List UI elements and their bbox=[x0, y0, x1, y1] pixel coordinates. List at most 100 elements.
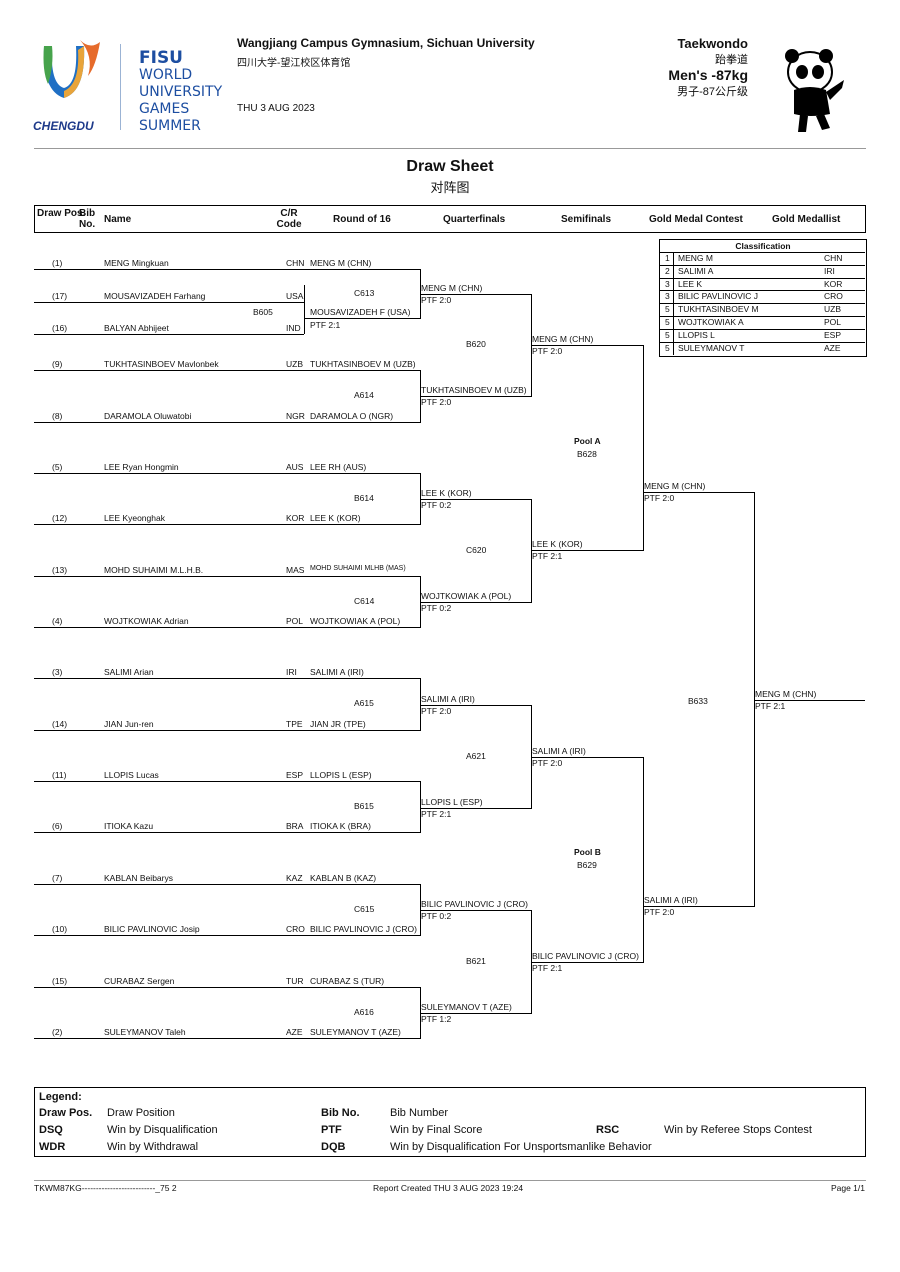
r16-entry-line bbox=[304, 987, 420, 988]
r16-entry-line bbox=[304, 730, 420, 731]
venue: Wangjiang Campus Gymnasium, Sichuan Univ… bbox=[237, 36, 535, 50]
classification-divider bbox=[673, 253, 674, 266]
sf-winner-line bbox=[531, 550, 643, 551]
country-code: CRO bbox=[286, 924, 305, 934]
r16-entry: JIAN JR (TPE) bbox=[310, 719, 366, 729]
qf-winner-line bbox=[420, 705, 531, 706]
page-title-cn: 对阵图 bbox=[430, 180, 470, 195]
r16-entry: LEE K (KOR) bbox=[310, 513, 361, 523]
classification-name: LEE K bbox=[678, 278, 703, 289]
athlete-row-line bbox=[34, 302, 304, 303]
r16-entry: WOJTKOWIAK A (POL) bbox=[310, 616, 401, 626]
prelim-winner: MOUSAVIZADEH F (USA) bbox=[310, 307, 411, 317]
classification-code: UZB bbox=[824, 304, 841, 315]
country-code: TUR bbox=[286, 976, 304, 986]
qf-score: PTF 2:0 bbox=[421, 295, 452, 305]
qf-winner: TUKHTASINBOEV M (UZB) bbox=[421, 385, 527, 395]
classification-name: BILIC PAVLINOVIC J bbox=[678, 291, 758, 302]
bout-number: C615 bbox=[354, 903, 375, 914]
draw-pos: (2) bbox=[52, 1027, 63, 1037]
bout-number: B605 bbox=[253, 307, 273, 317]
qf-winner: BILIC PAVLINOVIC J (CRO) bbox=[421, 899, 528, 909]
sf-connector bbox=[643, 757, 644, 963]
athlete-name: BALYAN Abhijeet bbox=[104, 323, 169, 333]
r16-entry: BILIC PAVLINOVIC J (CRO) bbox=[310, 924, 417, 934]
classification-row: 3 BILIC PAVLINOVIC J CRO bbox=[659, 290, 865, 305]
prelim-bracket bbox=[304, 285, 305, 334]
gold-score: PTF 2:1 bbox=[755, 701, 786, 711]
sf-winner-line bbox=[531, 345, 643, 346]
final-entrant-score: PTF 2:0 bbox=[644, 907, 675, 917]
chengdu-logo-text: CHENGDU bbox=[33, 119, 94, 133]
legend-abbr: Bib No. bbox=[321, 1107, 360, 1119]
classification-rank: 5 bbox=[665, 342, 670, 353]
gold-medallist: MENG M (CHN) bbox=[755, 689, 817, 699]
athlete-name: KABLAN Beibarys bbox=[104, 873, 173, 883]
sf-winner: SALIMI A (IRI) bbox=[532, 746, 586, 756]
r16-entry: SALIMI A (IRI) bbox=[310, 667, 364, 677]
qf-winner-line bbox=[420, 396, 531, 397]
classification-divider bbox=[673, 278, 674, 292]
r16-entry: MOHD SUHAIMI MLHB (MAS) bbox=[310, 565, 406, 572]
r16-entry-line bbox=[304, 627, 420, 628]
country-code: NGR bbox=[286, 411, 305, 421]
country-code: UZB bbox=[286, 359, 303, 369]
athlete-name: SULEYMANOV Taleh bbox=[104, 1027, 186, 1037]
draw-pos: (17) bbox=[52, 291, 68, 301]
draw-pos: (11) bbox=[52, 770, 67, 780]
classification-code: CHN bbox=[824, 253, 843, 263]
venue-cn: 四川大学-望江校区体育馆 bbox=[237, 58, 351, 69]
chengdu-logo-icon bbox=[43, 40, 100, 98]
draw-pos: (15) bbox=[52, 976, 68, 986]
qf-winner: LEE K (KOR) bbox=[421, 488, 472, 498]
col-gm: Gold Medallist bbox=[772, 214, 841, 225]
bout-number: B614 bbox=[354, 492, 374, 503]
draw-pos: (1) bbox=[52, 258, 63, 268]
sf-winner: LEE K (KOR) bbox=[532, 539, 583, 549]
athlete-row-line bbox=[34, 1038, 304, 1039]
legend-desc: Bib Number bbox=[390, 1107, 449, 1119]
bout-number: B615 bbox=[354, 800, 374, 811]
qf-score: PTF 0:2 bbox=[421, 603, 452, 613]
col-bib-no: Bib No. bbox=[79, 208, 96, 230]
classification-rank: 2 bbox=[665, 265, 670, 276]
column-header bbox=[34, 205, 866, 233]
athlete-row-line bbox=[34, 781, 304, 782]
classification-code: AZE bbox=[824, 342, 841, 353]
qf-score: PTF 1:2 bbox=[421, 1014, 452, 1024]
legend-abbr: RSC bbox=[596, 1124, 620, 1136]
country-code: KAZ bbox=[286, 873, 303, 883]
draw-pos: (7) bbox=[52, 873, 63, 883]
classification-rank: 3 bbox=[665, 278, 670, 289]
classification-name: TUKHTASINBOEV M bbox=[678, 304, 759, 315]
qf-winner-line bbox=[420, 602, 531, 603]
country-code: ESP bbox=[286, 770, 304, 780]
athlete-name: MOHD SUHAIMI M.L.H.B. bbox=[104, 565, 204, 575]
draw-pos: (14) bbox=[52, 719, 68, 729]
classification-code: ESP bbox=[824, 329, 842, 340]
classification-divider bbox=[673, 291, 674, 305]
draw-pos: (3) bbox=[52, 667, 63, 677]
bout-number: C613 bbox=[354, 287, 375, 298]
col-name: Name bbox=[104, 214, 132, 225]
classification-divider bbox=[673, 265, 674, 279]
date: THU 3 AUG 2023 bbox=[237, 103, 315, 114]
sf-winner: MENG M (CHN) bbox=[532, 334, 594, 344]
bout-number: A621 bbox=[466, 750, 486, 761]
r16-entry-line bbox=[304, 422, 420, 423]
r16-entry: KABLAN B (KAZ) bbox=[310, 873, 377, 883]
athlete-name: BILIC PAVLINOVIC Josip bbox=[104, 924, 200, 934]
classification-rank: 3 bbox=[665, 291, 670, 302]
country-code: KOR bbox=[286, 513, 305, 523]
classification-rank: 5 bbox=[665, 304, 670, 315]
qf-winner: SULEYMANOV T (AZE) bbox=[421, 1002, 512, 1012]
sf-connector bbox=[643, 345, 644, 551]
qf-score: PTF 2:0 bbox=[421, 706, 452, 716]
panda-mascot-icon bbox=[785, 49, 844, 132]
classification-code: CRO bbox=[824, 291, 843, 302]
country-code: MAS bbox=[286, 565, 305, 575]
athlete-row-line bbox=[34, 524, 304, 525]
